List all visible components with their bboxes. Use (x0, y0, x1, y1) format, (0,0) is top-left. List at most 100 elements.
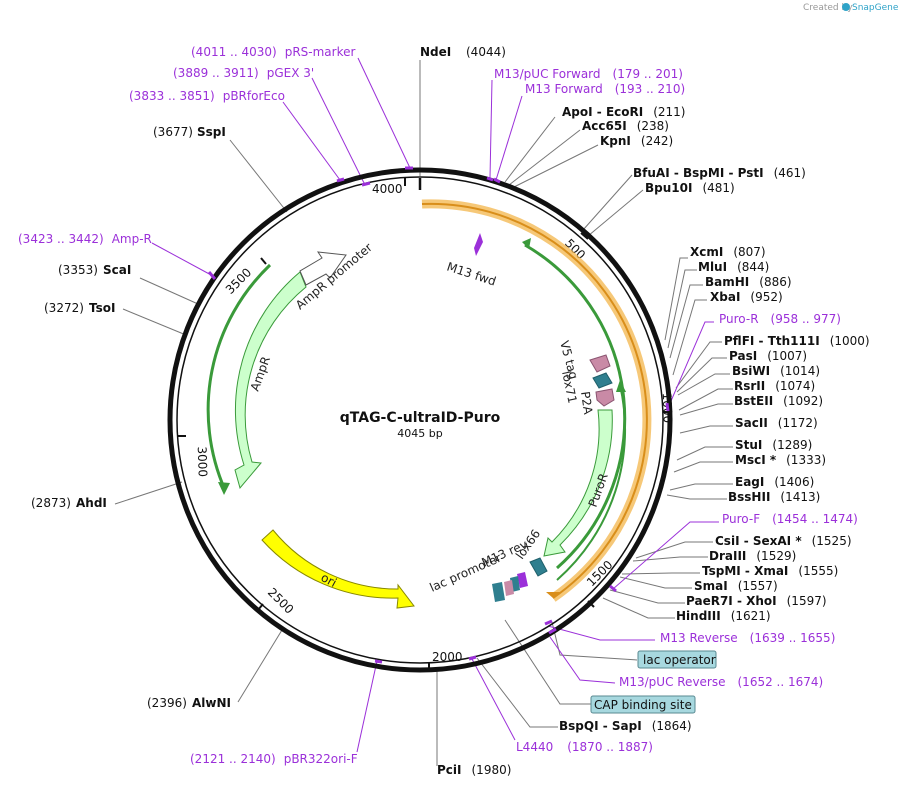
site-ecori-name: EcoRI (606, 105, 643, 119)
svg-text:Puro-R(958 .. 977): Puro-R(958 .. 977) (719, 312, 841, 326)
site-xmai-name: XmaI (754, 564, 788, 578)
site-paer7i-name: PaeR7I (686, 594, 733, 608)
svg-text:(3889 .. 3911)pGEX 3': (3889 .. 3911) pGEX 3' (173, 66, 314, 80)
site-pcii-name: PciI (437, 763, 462, 777)
svg-text:PasI(1007): PasI(1007) (729, 349, 807, 363)
insert-orf-arc (524, 243, 627, 570)
primer-m13-rev-name: M13 Reverse (660, 631, 738, 645)
site-xhoi-name: XhoI (746, 594, 777, 608)
primer-prs-range: (4011 .. 4030) (191, 45, 277, 59)
lac-promoter-small-feature (504, 580, 514, 596)
primer-labels: (4011 .. 4030)pRS-marker (3889 .. 3911) p… (18, 45, 858, 766)
site-bsshii-pos: (1413) (780, 490, 820, 504)
left-site-labels: NdeI (4044) (3677) SspI (3353) ScaI (327… (31, 45, 506, 710)
m13-fwd-label: M13 fwd (445, 260, 498, 289)
primer-ampr-name: Amp-R (112, 232, 152, 246)
tick-4000: 4000 (372, 182, 403, 196)
lox71-label: lox71 (559, 370, 579, 405)
site-alwni-pos: (2396) (147, 696, 187, 710)
svg-text:(4011 .. 4030)pRS-marker: (4011 .. 4030)pRS-marker (191, 45, 355, 59)
primer-purof-range: (1454 .. 1474) (772, 512, 858, 526)
svg-text:ApoI - EcoRI(211): ApoI - EcoRI(211) (562, 105, 685, 119)
lac-operator-box: lac operator (637, 650, 717, 669)
ampr-outer-arc (206, 263, 272, 491)
site-hindiii-name: HindIII (676, 609, 721, 623)
site-bsiwi-pos: (1014) (780, 364, 820, 378)
ampr-promoter-feature (299, 251, 347, 286)
primer-pbr322ori-range: (2121 .. 2140) (190, 752, 276, 766)
site-hindiii-pos: (1621) (731, 609, 771, 623)
svg-text:XcmI(807): XcmI(807) (690, 245, 766, 259)
primer-pgex-name: pGEX 3' (267, 66, 314, 80)
svg-text:Puro-F(1454 .. 1474): Puro-F(1454 .. 1474) (722, 512, 858, 526)
tick-3000: 3000 (195, 446, 210, 477)
site-sacii-name: SacII (735, 416, 768, 430)
site-csii-pos: (1525) (812, 534, 852, 548)
svg-text:L4440(1870 .. 1887): L4440(1870 .. 1887) (516, 740, 653, 754)
site-smai-name: SmaI (694, 579, 728, 593)
site-tth111i-name: Tth111I (768, 334, 820, 348)
tick-2000: 2000 (432, 650, 463, 664)
snapgene-brand: SnapGene (852, 3, 899, 13)
site-mlui-pos: (844) (737, 260, 769, 274)
primer-m13-fwd-name: M13 Forward (525, 82, 603, 96)
right-site-labels: ApoI - EcoRI(211) Acc65I(238) KpnI(242) … (437, 105, 870, 777)
site-draiii-pos: (1529) (756, 549, 796, 563)
svg-text:SacII(1172): SacII (1172) (735, 416, 818, 430)
site-pflfi-pos: (1000) (830, 334, 870, 348)
primer-pgex-range: (3889 .. 3911) (173, 66, 259, 80)
site-paer7i-pos: (1597) (787, 594, 827, 608)
cap-site-box: CAP binding site (590, 695, 696, 714)
p2a-feature (595, 388, 615, 407)
scale-ticks (178, 178, 672, 670)
lac-operator-box-label: lac operator (643, 653, 716, 667)
site-kpni-name: KpnI (600, 134, 631, 148)
svg-text:DraIII(1529): DraIII(1529) (709, 549, 796, 563)
site-ndei-pos: (4044) (466, 45, 506, 59)
site-sacii-pos: (1172) (778, 416, 818, 430)
svg-text:BfuAI - BspMI - PstI(461): BfuAI - BspMI - PstI(461) (633, 166, 806, 180)
svg-text:RsrII(1074): RsrII(1074) (734, 379, 815, 393)
site-mlui-name: MluI (698, 260, 727, 274)
site-bspmi-name: BspMI (683, 166, 724, 180)
primer-m13puc-fwd-range: (179 .. 201) (613, 67, 683, 81)
svg-text:BspQI - SapI(1864): BspQI - SapI(1864) (559, 719, 692, 733)
site-bpu10i-pos: (481) (702, 181, 734, 195)
ori-label: ori (319, 570, 339, 590)
site-eagi-name: EagI (735, 475, 764, 489)
site-bamhi-name: BamHI (705, 275, 749, 289)
m13-fwd-feature (474, 233, 483, 256)
primer-l4440-name: L4440 (516, 740, 553, 754)
lac-promoter-label: lac promoter (428, 551, 504, 595)
m13-rev-feature (517, 572, 528, 588)
site-csii-name: CsiI (715, 534, 740, 548)
site-bamhi-pos: (886) (759, 275, 791, 289)
primer-m13-fwd-range: (193 .. 210) (615, 82, 685, 96)
svg-text:M13 Forward(193 .. 210): M13 Forward (193 .. 210) (525, 82, 685, 96)
primer-m13puc-rev-range: (1652 .. 1674) (738, 675, 824, 689)
site-stui-pos: (1289) (772, 438, 812, 452)
site-msci-name: MscI * (735, 453, 777, 467)
site-bsiwi-name: BsiWI (732, 364, 770, 378)
site-bsteii-pos: (1092) (783, 394, 823, 408)
svg-text:HindIII(1621): HindIII (1621) (676, 609, 771, 623)
svg-text:StuI(1289): StuI(1289) (735, 438, 812, 452)
site-pcii-pos: (1980) (472, 763, 512, 777)
site-kpni-pos: (242) (641, 134, 673, 148)
site-bsshii-name: BssHII (728, 490, 770, 504)
site-ahdi-pos: (2873) (31, 496, 71, 510)
svg-text:CsiI - SexAI *(1525): CsiI - SexAI *(1525) (715, 534, 852, 548)
site-pasi-pos: (1007) (767, 349, 807, 363)
insert-highlight-line (421, 202, 648, 599)
backbone-inner-ring (176, 176, 664, 664)
primer-marks (207, 166, 670, 664)
tick-2500: 2500 (265, 585, 296, 616)
site-sexai-name: SexAI * (753, 534, 802, 548)
svg-text:MluI(844): MluI (844) (698, 260, 769, 274)
svg-text:PaeR7I - XhoI(1597): PaeR7I - XhoI(1597) (686, 594, 827, 608)
site-tsoi-pos: (3272) (44, 301, 84, 315)
svg-text:Acc65I(238): Acc65I(238) (582, 119, 669, 133)
site-pflfi-name: PflFI (724, 334, 754, 348)
svg-text:BamHI(886): BamHI (886) (705, 275, 792, 289)
